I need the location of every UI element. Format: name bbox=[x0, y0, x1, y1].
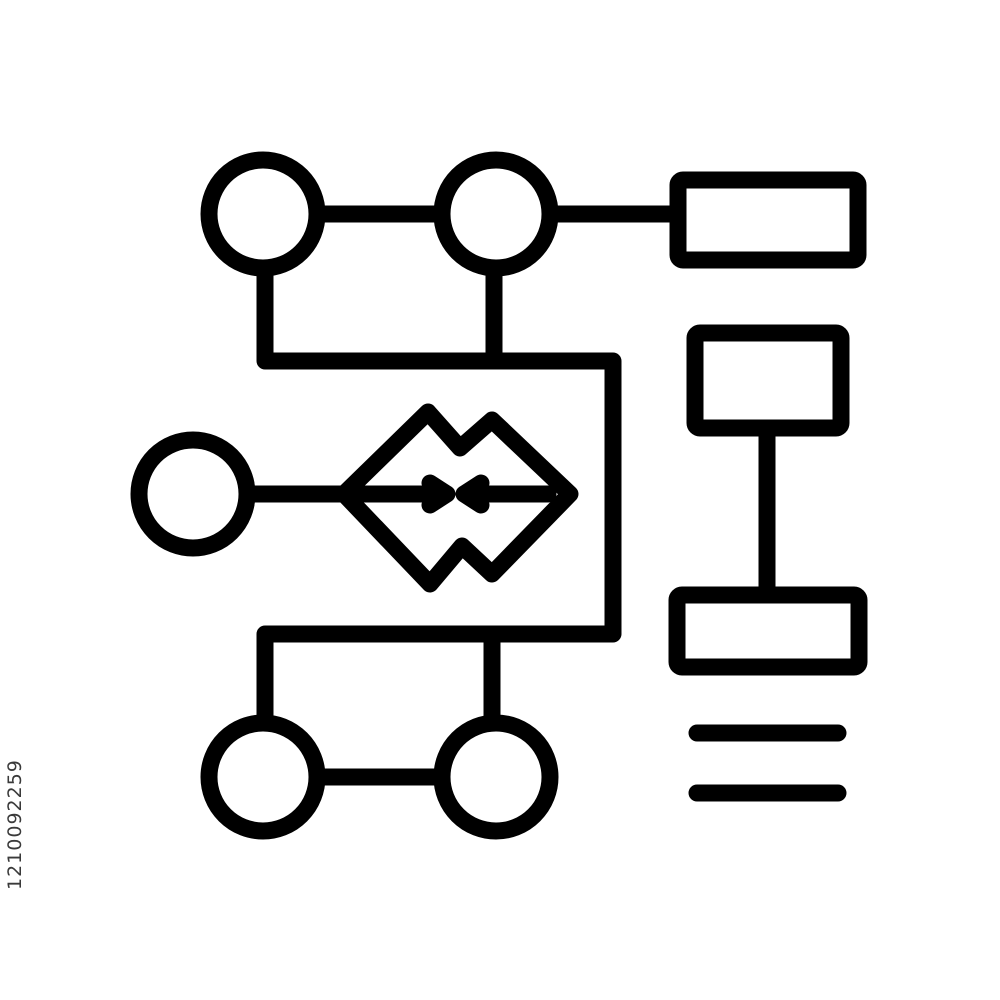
box-node-top bbox=[669, 171, 867, 269]
box-node-middle bbox=[686, 324, 850, 437]
decision-diamond-icon bbox=[335, 403, 579, 593]
circle-node-bottom-right bbox=[433, 714, 559, 840]
circle-node-top-left bbox=[200, 151, 326, 277]
box-nodes bbox=[668, 171, 868, 676]
circle-node-bottom-left bbox=[200, 714, 326, 840]
box-node-bottom bbox=[668, 586, 868, 676]
stock-image-id: 1210092259 bbox=[4, 759, 26, 890]
merge-arrow-left bbox=[351, 474, 456, 514]
circle-nodes bbox=[130, 151, 559, 840]
text-lines bbox=[688, 724, 847, 802]
merge-arrows-icon bbox=[351, 474, 557, 514]
connectors bbox=[239, 205, 776, 786]
merge-arrow-right bbox=[455, 474, 557, 514]
connector-top-left-down bbox=[256, 259, 622, 733]
circle-node-left bbox=[130, 431, 256, 557]
circle-node-top-right bbox=[433, 151, 559, 277]
